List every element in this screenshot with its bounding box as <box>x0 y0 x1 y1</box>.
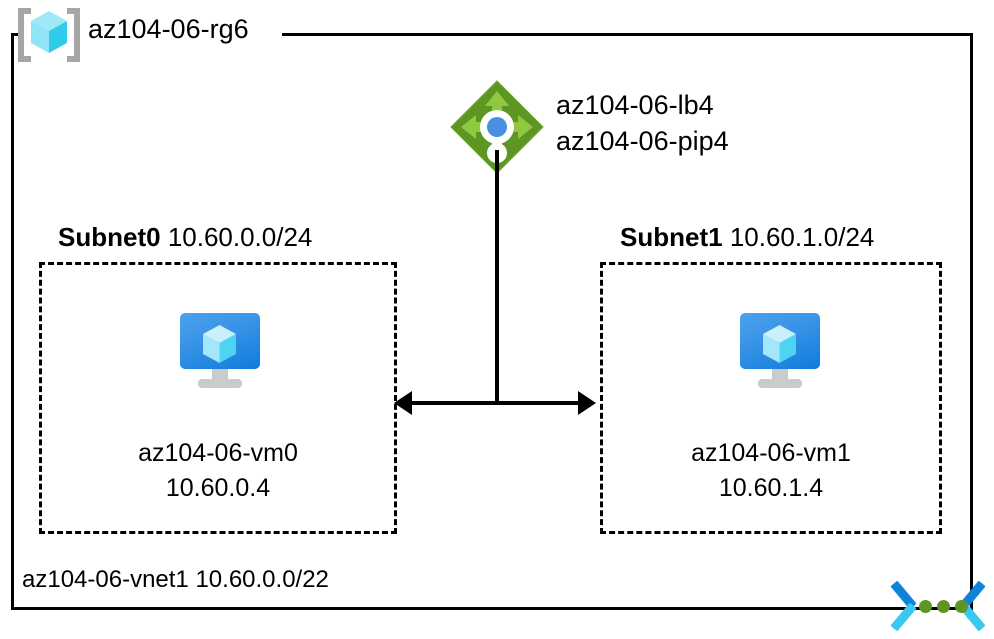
vnet-label: az104-06-vnet1 10.60.0.0/22 <box>22 566 329 593</box>
virtual-machine-icon-vm0 <box>176 313 264 391</box>
virtual-network-icon <box>890 576 986 636</box>
subnet-name-subnet1: Subnet1 <box>620 222 723 252</box>
load-balancer-connector-line <box>495 150 499 402</box>
arrowhead-left-icon <box>394 391 412 415</box>
load-balancer-name: az104-06-lb4 <box>556 90 714 120</box>
resource-group-cube-icon <box>18 6 80 64</box>
monitor-stand-neck <box>212 369 228 381</box>
resource-group-border-right <box>970 33 973 610</box>
bracket-right-icon <box>67 8 80 62</box>
virtual-machine-icon-vm1 <box>736 313 824 391</box>
vm-label-vm1: az104-06-vm1 10.60.1.4 <box>600 436 942 506</box>
monitor-stand-base <box>198 379 242 388</box>
vm-ip-vm0: 10.60.0.4 <box>165 474 271 502</box>
chevron-left-bottom-icon <box>890 602 917 632</box>
load-balancer-icon <box>449 79 545 175</box>
resource-group-border-top-left <box>11 33 23 36</box>
cube-glyph <box>763 325 796 363</box>
vm-ip-vm1: 10.60.1.4 <box>718 474 824 502</box>
monitor-stand-neck <box>772 369 788 381</box>
vnet-dot-1-icon <box>919 600 932 613</box>
subnet-cidr-subnet1: 10.60.1.0/24 <box>729 222 875 252</box>
subnet-box-subnet1 <box>600 262 942 534</box>
subnet-connector-line <box>399 401 591 405</box>
subnet-title-subnet1: Subnet1 10.60.1.0/24 <box>620 221 874 253</box>
vnet-dot-2-icon <box>937 600 950 613</box>
cube-glyph <box>203 325 236 363</box>
resource-group-border-top-right <box>282 33 973 36</box>
cube-glyph <box>31 11 67 53</box>
subnet-title-subnet0: Subnet0 10.60.0.0/24 <box>58 221 312 253</box>
load-balancer-label: az104-06-lb4 az104-06-pip4 <box>556 87 729 159</box>
resource-group-border-left <box>11 33 14 610</box>
resource-group-label: az104-06-rg6 <box>88 14 249 44</box>
bracket-left-icon <box>18 8 31 62</box>
subnet-cidr-subnet0: 10.60.0.0/24 <box>167 222 313 252</box>
vm-name-vm1: az104-06-vm1 <box>691 439 851 467</box>
arrowhead-right-icon <box>578 391 596 415</box>
vm-label-vm0: az104-06-vm0 10.60.0.4 <box>39 436 397 506</box>
public-ip-name: az104-06-pip4 <box>556 126 729 156</box>
resource-group-border-bottom <box>11 607 973 610</box>
monitor-stand-base <box>758 379 802 388</box>
vm-name-vm0: az104-06-vm0 <box>138 439 298 467</box>
subnet-name-subnet0: Subnet0 <box>58 222 161 252</box>
vnet-dot-3-icon <box>955 600 968 613</box>
